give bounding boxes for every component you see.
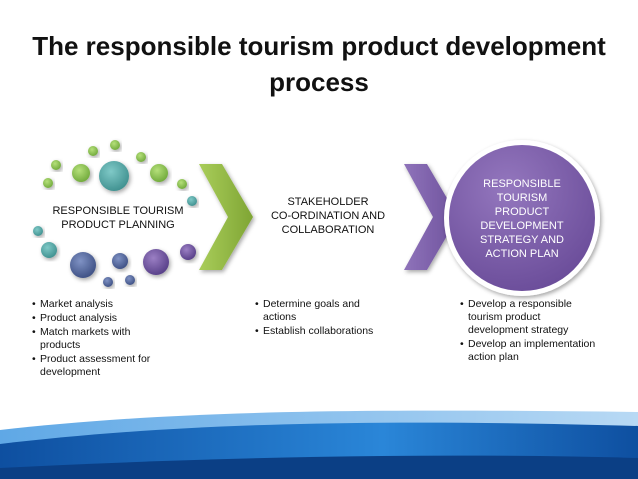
- page-title: The responsible tourism product developm…: [20, 28, 618, 100]
- stage-1-label-line: RESPONSIBLE TOURISM: [52, 205, 184, 217]
- dot: [180, 244, 196, 260]
- dot: [112, 253, 128, 269]
- stage-3-label-line: TOURISM: [496, 192, 548, 204]
- dot: [136, 152, 146, 162]
- title-line-2: process: [269, 67, 369, 97]
- dot: [88, 146, 98, 156]
- stage-3-label-line: RESPONSIBLE: [483, 178, 561, 190]
- dot-ring: [33, 140, 197, 287]
- chevron-arrow-green: [199, 164, 253, 270]
- stage-2-label-line: COLLABORATION: [281, 224, 375, 236]
- bullet-item: Establish collaborations: [255, 325, 395, 338]
- dot: [33, 226, 43, 236]
- stage-3-bullets: Develop a responsible tourism product de…: [460, 298, 620, 365]
- stage-3-label-line: PRODUCT: [494, 206, 550, 218]
- stage-1-bullets: Market analysis Product analysis Match m…: [32, 298, 182, 380]
- dot: [99, 161, 129, 191]
- stage-3-label: RESPONSIBLE TOURISM PRODUCT DEVELOPMENT …: [473, 177, 571, 261]
- bullet-item: Develop an implementation action plan: [460, 338, 618, 364]
- bullet-item: Determine goals and actions: [255, 298, 383, 324]
- stage-1-label: RESPONSIBLE TOURISM PRODUCT PLANNING: [48, 204, 188, 232]
- stage-2-label: STAKEHOLDER CO-ORDINATION AND COLLABORAT…: [262, 195, 394, 237]
- stage-3-label-line: DEVELOPMENT: [480, 220, 564, 232]
- dot: [41, 242, 57, 258]
- stage-2-bullets: Determine goals and actions Establish co…: [255, 298, 395, 339]
- dot: [177, 179, 187, 189]
- dot: [70, 252, 96, 278]
- stage-2-label-line: CO-ORDINATION AND: [270, 210, 386, 222]
- stage-1-label-line: PRODUCT PLANNING: [61, 219, 175, 231]
- dot: [125, 275, 135, 285]
- dot: [103, 277, 113, 287]
- footer-wave: [0, 410, 638, 479]
- bullet-item: Product analysis: [32, 312, 182, 325]
- stage-3-circle-fill: [449, 145, 595, 291]
- dot: [187, 196, 197, 206]
- title-line-1: The responsible tourism product developm…: [32, 31, 606, 61]
- bullet-item: Develop a responsible tourism product de…: [460, 298, 593, 337]
- dot: [72, 164, 90, 182]
- dot: [150, 164, 168, 182]
- stage-3-label-line: ACTION PLAN: [485, 248, 559, 260]
- stage-3-label-line: STRATEGY AND: [480, 234, 564, 246]
- stage-2-label-line: STAKEHOLDER: [287, 196, 369, 208]
- dot: [143, 249, 169, 275]
- bullet-item: Market analysis: [32, 298, 182, 311]
- dot: [110, 140, 120, 150]
- bullet-item: Product assessment for development: [32, 353, 180, 379]
- dot: [51, 160, 61, 170]
- dot: [43, 178, 53, 188]
- bullet-item: Match markets with products: [32, 326, 152, 352]
